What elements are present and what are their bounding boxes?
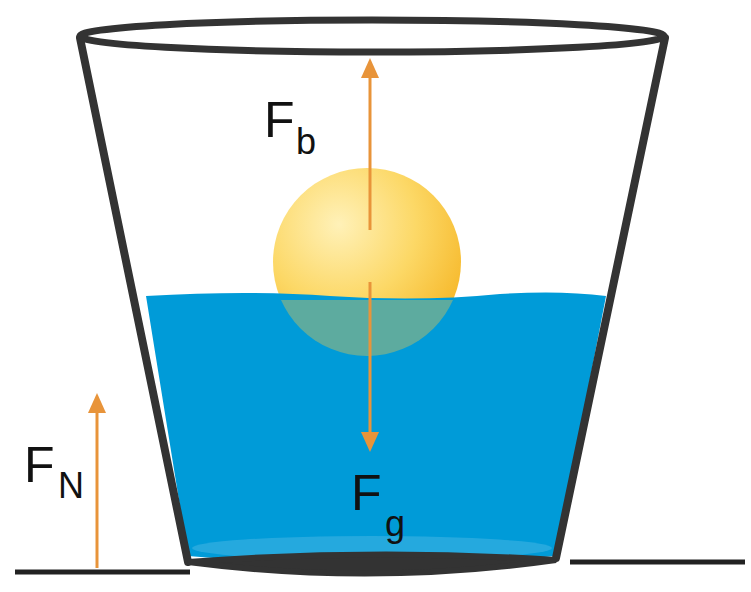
cup-rim bbox=[80, 20, 664, 52]
force-symbol: F bbox=[24, 440, 55, 490]
arrowhead bbox=[361, 58, 379, 78]
arrowhead bbox=[361, 432, 379, 452]
ground-line bbox=[15, 570, 190, 575]
cup-base bbox=[188, 554, 556, 573]
arrowhead bbox=[88, 393, 106, 413]
floating-ball bbox=[273, 168, 461, 356]
gravity-force-arrow bbox=[369, 282, 372, 438]
force-subscript: b bbox=[296, 124, 316, 160]
force-subscript: N bbox=[58, 468, 84, 504]
submerged-ball bbox=[273, 300, 461, 356]
cup-wall bbox=[556, 38, 665, 558]
ground-line bbox=[570, 560, 745, 565]
normal-force-arrow bbox=[96, 408, 99, 568]
force-symbol: F bbox=[264, 95, 295, 145]
force-subscript: g bbox=[385, 506, 405, 542]
buoyant-force-arrow bbox=[369, 72, 372, 230]
force-symbol: F bbox=[351, 468, 382, 518]
